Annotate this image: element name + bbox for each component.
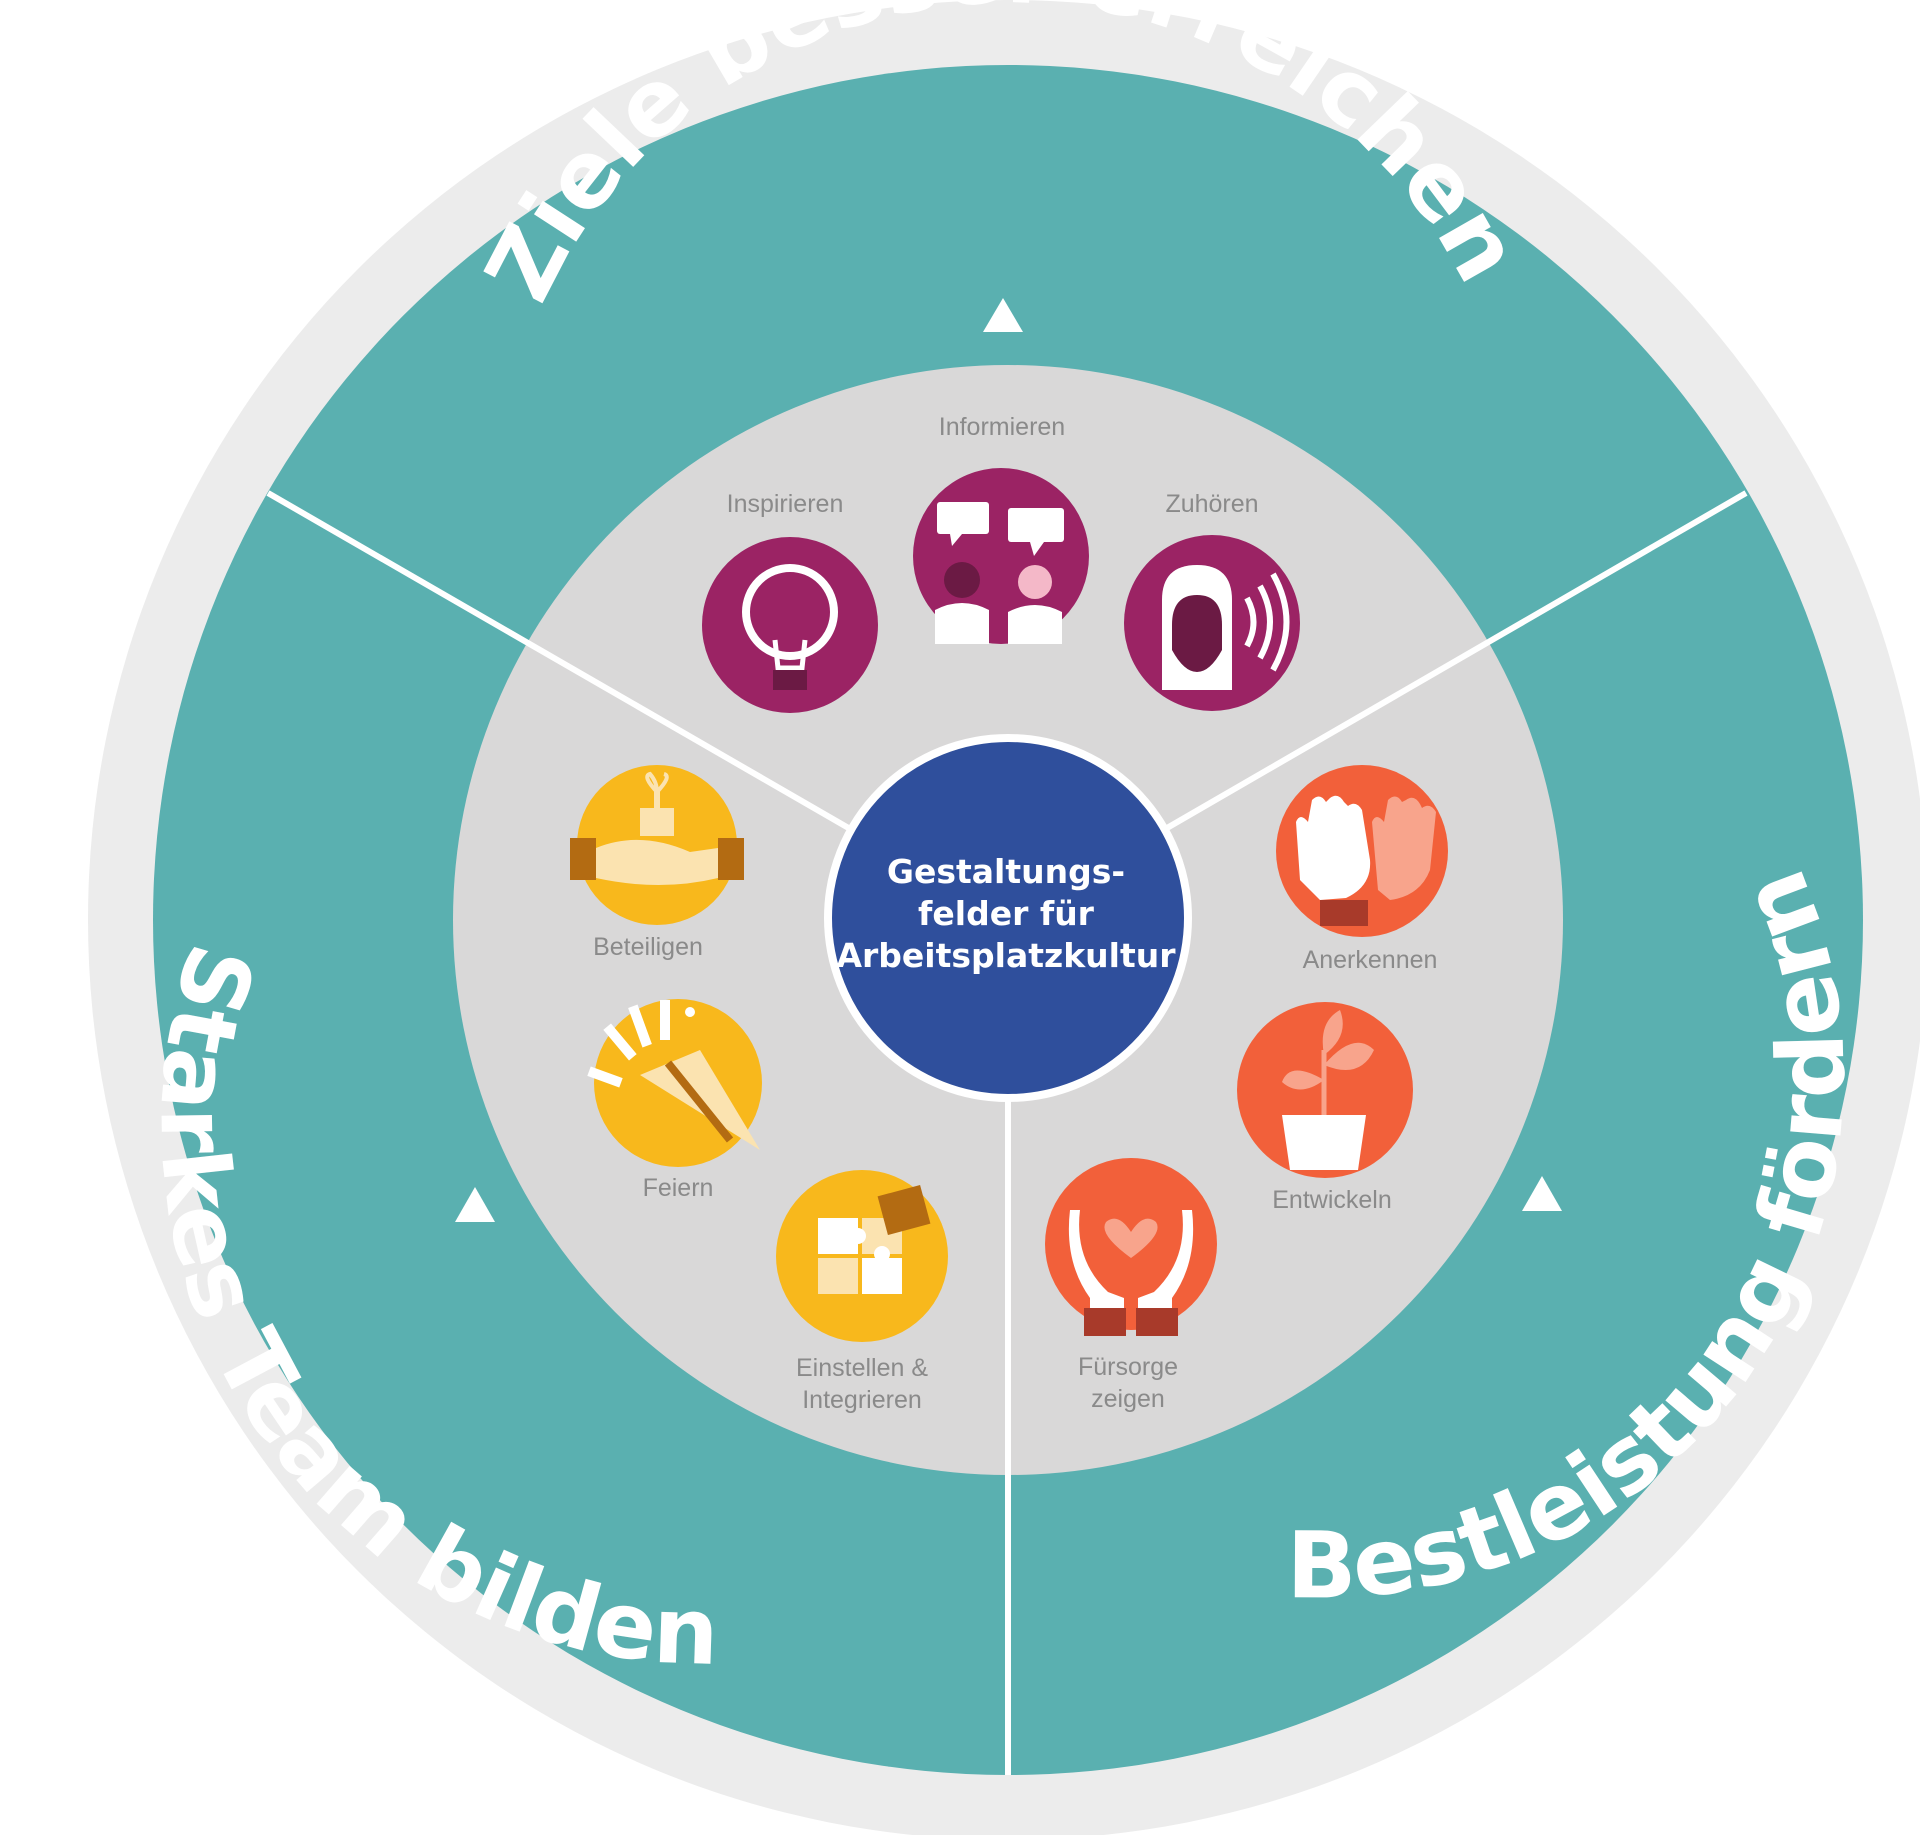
triangle-right-icon [1522,1176,1562,1211]
entwickeln-item [1237,1002,1413,1178]
feiern-item [587,999,762,1167]
informieren-item [913,468,1089,644]
anerkennen-item [1276,765,1448,937]
label-fuersorge-2: zeigen [1091,1385,1165,1413]
label-zuhoeren: Zuhören [1165,490,1258,518]
center-line-1: Gestaltungs- [887,852,1125,891]
beteiligen-item [570,765,744,925]
label-anerkennen: Anerkennen [1303,946,1438,974]
caring-hands-heart-icon [1068,1210,1194,1336]
fuersorge-item [1045,1158,1217,1336]
triangle-top-icon [983,298,1023,332]
label-informieren: Informieren [939,413,1065,441]
center-line-2: felder für [918,894,1095,933]
label-feiern: Feiern [643,1174,714,1202]
label-inspirieren: Inspirieren [727,490,844,518]
center-line-3: Arbeitsplatzkultur [836,936,1176,975]
clapping-hands-icon [1296,795,1436,926]
people-talking-icon [935,502,1064,644]
party-popper-icon [587,1000,760,1150]
hands-gift-icon [570,771,744,885]
lightbulb-icon [742,564,838,690]
einstellen-item [776,1170,948,1342]
inspirieren-item [702,537,878,713]
label-beteiligen: Beteiligen [593,933,703,961]
listening-head-icon [1162,565,1290,690]
puzzle-icon [818,1184,931,1294]
label-einstellen-1: Einstellen & [796,1354,928,1382]
plant-icon [1282,1010,1374,1170]
center-circle [824,734,1192,1102]
zuhoeren-item [1124,535,1300,711]
label-fuersorge-1: Fürsorge [1078,1353,1178,1381]
triangle-left-icon [455,1187,495,1222]
label-entwickeln: Entwickeln [1272,1186,1392,1214]
label-einstellen-2: Integrieren [802,1386,922,1414]
